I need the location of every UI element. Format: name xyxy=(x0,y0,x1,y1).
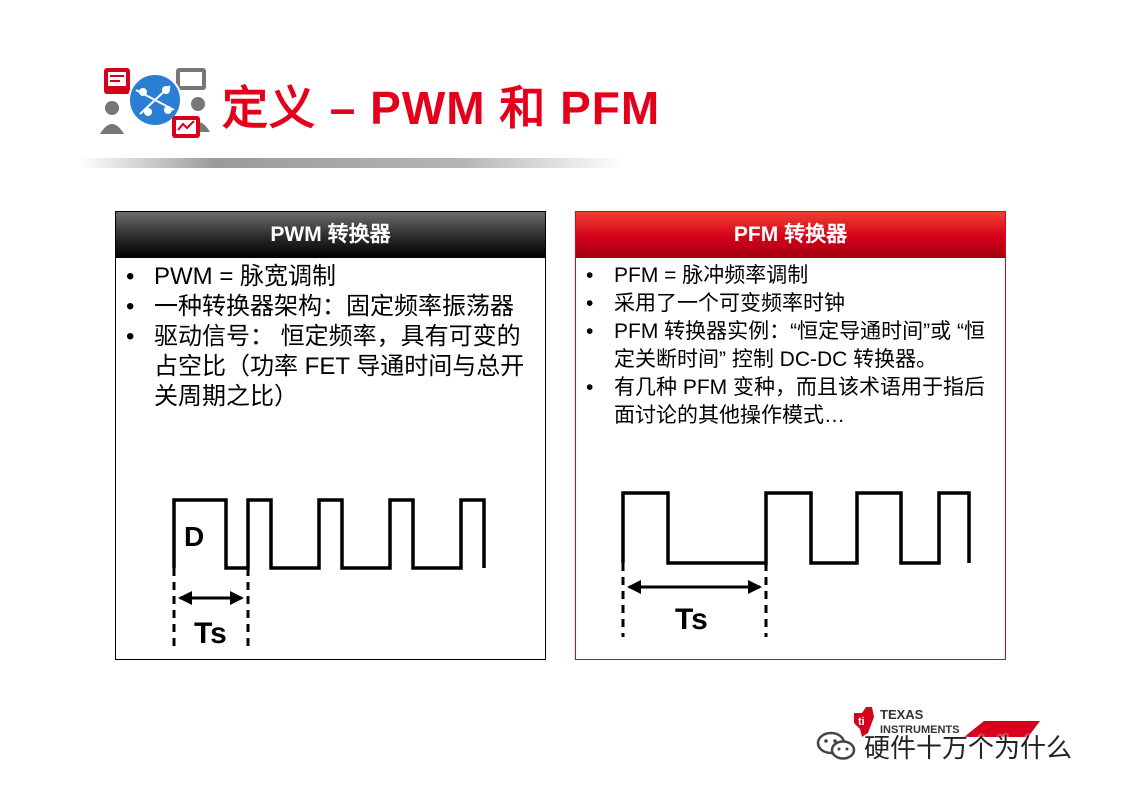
ti-brand-line2: INSTRUMENTS xyxy=(880,724,959,736)
pfm-bullet: PFM = 脉冲频率调制 xyxy=(576,262,996,290)
pwm-bullet: PWM = 脉宽调制 xyxy=(116,262,541,292)
wechat-watermark: 硬件十万个为什么 xyxy=(816,726,1072,766)
wechat-icon xyxy=(816,731,856,760)
pwm-panel: PWM 转换器 PWM = 脉宽调制 一种转换器架构：固定频率振荡器 驱动信号：… xyxy=(115,211,546,660)
watermark-text: 硬件十万个为什么 xyxy=(864,732,1073,763)
section-logo-icon xyxy=(100,68,210,138)
pfm-panel: PFM 转换器 PFM = 脉冲频率调制 采用了一个可变频率时钟 PFM 转换器… xyxy=(575,211,1006,660)
pfm-waveform-diagram: Ts xyxy=(621,491,971,637)
texas-instruments-logo: ti TEXAS INSTRUMENTS xyxy=(854,707,1040,737)
pwm-panel-header: PWM 转换器 xyxy=(116,212,545,258)
pfm-bullet: PFM 转换器实例：“恒定导通时间”或 “恒定关断时间” 控制 DC-DC 转换… xyxy=(576,318,996,374)
pfm-bullet-list: PFM = 脉冲频率调制 采用了一个可变频率时钟 PFM 转换器实例：“恒定导通… xyxy=(576,262,996,456)
duty-cycle-label: D xyxy=(184,521,204,552)
pwm-bullet-list: PWM = 脉宽调制 一种转换器架构：固定频率振荡器 驱动信号： 恒定频率，具有… xyxy=(116,262,541,412)
svg-text:ti: ti xyxy=(858,716,865,728)
pwm-waveform-diagram: D Ts xyxy=(172,498,486,650)
pfm-period-label: Ts xyxy=(675,603,708,636)
pwm-bullet: 驱动信号： 恒定频率，具有可变的占空比（功率 FET 导通时间与总开关周期之比） xyxy=(116,322,541,412)
pwm-period-label: Ts xyxy=(194,617,227,650)
slide-title: 定义 – PWM 和 PFM xyxy=(222,82,661,134)
title-underline xyxy=(80,158,625,168)
pfm-panel-header: PFM 转换器 xyxy=(576,212,1005,258)
pfm-bullet: 有几种 PFM 变种，而且该术语用于指后面讨论的其他操作模式… xyxy=(576,374,996,430)
pfm-bullet: 采用了一个可变频率时钟 xyxy=(576,290,996,318)
ti-brand-line1: TEXAS xyxy=(880,707,924,722)
pwm-bullet: 一种转换器架构：固定频率振荡器 xyxy=(116,292,541,322)
